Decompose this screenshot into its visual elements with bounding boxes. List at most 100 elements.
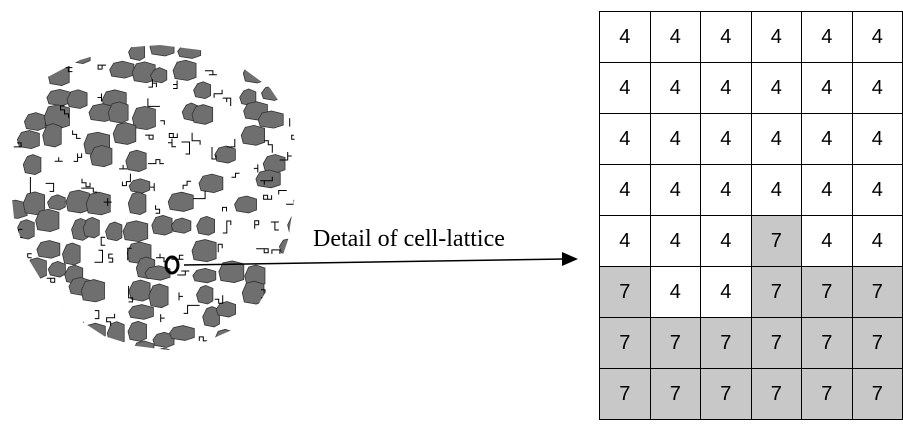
dark-cell	[215, 301, 237, 318]
lattice-cell: 4	[599, 113, 651, 165]
membrane-line	[100, 236, 106, 246]
lattice-cell: 7	[700, 317, 752, 369]
membrane-line	[226, 138, 236, 148]
lattice-cell: 7	[700, 368, 752, 420]
dark-cell	[193, 81, 212, 100]
lattice-cell: 7	[851, 368, 903, 420]
dark-cell	[302, 327, 322, 349]
membrane-line	[46, 277, 56, 283]
dark-cell	[10, 60, 22, 83]
lattice-cell: 7	[801, 266, 853, 318]
membrane-line	[108, 253, 114, 263]
membrane-line	[10, 52, 15, 62]
lattice-cell: 4	[801, 215, 853, 267]
dark-cell	[262, 154, 286, 174]
dark-cell	[213, 328, 235, 350]
dark-cell	[36, 240, 61, 259]
dark-cell	[14, 45, 41, 66]
membrane-line	[213, 89, 223, 98]
dark-cell	[240, 124, 265, 146]
lattice-cell: 4	[649, 215, 701, 267]
membrane-line	[119, 164, 128, 170]
arrow-head	[562, 252, 578, 266]
dark-cell	[46, 88, 72, 107]
membrane-line	[191, 132, 201, 145]
membrane-line	[121, 173, 131, 187]
dark-cell	[109, 60, 135, 79]
membrane-line	[97, 93, 102, 102]
dark-cell	[213, 347, 241, 350]
lattice-cell: 7	[649, 368, 701, 420]
lattice-cell: 4	[801, 11, 853, 63]
dark-cell	[36, 342, 58, 350]
membrane-line	[193, 190, 206, 200]
membrane-line	[286, 199, 298, 205]
dark-cell	[242, 62, 266, 84]
membrane-line	[177, 270, 190, 276]
membrane-line	[211, 147, 217, 160]
dark-cell	[278, 237, 298, 256]
dark-cell	[310, 353, 335, 372]
lattice-cell: 4	[700, 266, 752, 318]
dark-cell	[83, 322, 106, 340]
membrane-line	[10, 106, 12, 116]
dark-cell	[85, 191, 111, 216]
membrane-line	[256, 248, 269, 254]
lattice-cell: 7	[750, 368, 802, 420]
lattice-cell: 4	[851, 164, 903, 216]
membrane-line	[287, 269, 298, 278]
dark-cell	[264, 329, 290, 345]
membrane-line	[0, 304, 8, 308]
dark-cell	[302, 152, 322, 169]
dark-cell	[198, 173, 224, 193]
lattice-cell: 4	[649, 11, 701, 63]
membrane-line	[72, 130, 81, 139]
lattice-cell: 7	[750, 266, 802, 318]
dark-cell	[62, 242, 81, 266]
membrane-line	[2, 169, 6, 185]
dark-cell	[288, 280, 298, 298]
dark-cell	[105, 221, 123, 242]
membrane-line	[65, 317, 71, 330]
dark-cell	[127, 191, 147, 216]
lattice-cell: 4	[700, 215, 752, 267]
membrane-line	[270, 221, 279, 231]
membrane-line	[260, 176, 273, 185]
membrane-line	[267, 344, 276, 349]
membrane-line	[231, 172, 240, 178]
dark-cell	[82, 216, 100, 239]
lattice-cell: 4	[599, 11, 651, 63]
membrane-line	[183, 304, 200, 314]
dark-cell	[42, 45, 63, 62]
dark-cell	[167, 191, 194, 212]
lattice-cell: 4	[599, 164, 651, 216]
membrane-line	[27, 88, 33, 97]
membrane-line	[156, 253, 168, 263]
membrane-line	[127, 247, 132, 261]
dark-cell	[128, 304, 154, 320]
lattice-cell: 4	[801, 62, 853, 114]
membrane-line	[94, 249, 103, 263]
membrane-line	[13, 142, 22, 148]
lattice-cell: 7	[649, 317, 701, 369]
membrane-line	[148, 79, 157, 88]
membrane-line	[321, 46, 329, 58]
dark-cell	[199, 356, 221, 370]
dark-cell	[22, 191, 46, 216]
dark-cell	[149, 45, 175, 57]
membrane-line	[302, 302, 310, 306]
dark-cell	[107, 101, 129, 124]
membrane-line	[222, 220, 232, 234]
membrane-line	[60, 105, 69, 118]
lattice-cell: 4	[649, 266, 701, 318]
lattice-cell: 4	[649, 62, 701, 114]
membrane-line	[271, 249, 281, 254]
lattice-cell: 4	[750, 164, 802, 216]
membrane-line	[27, 253, 32, 259]
